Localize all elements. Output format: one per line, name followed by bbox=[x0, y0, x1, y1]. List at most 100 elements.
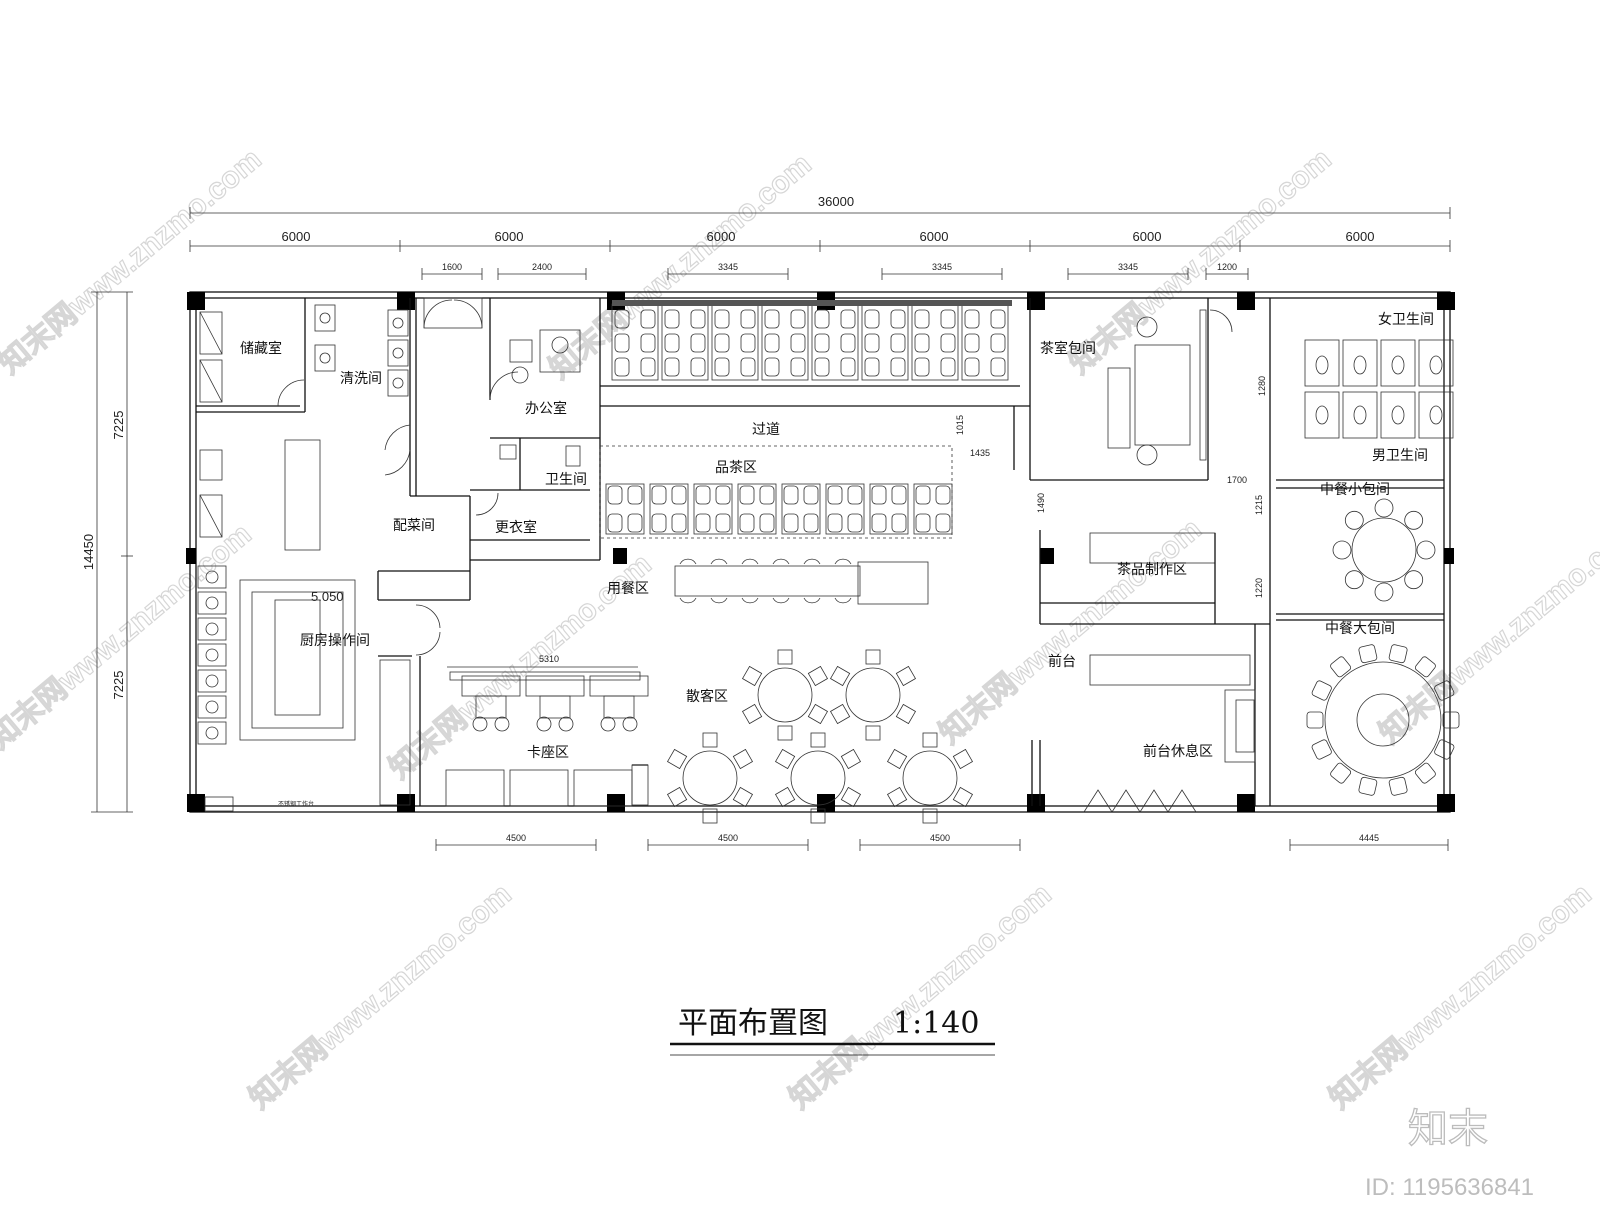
chair bbox=[1306, 711, 1324, 729]
sink-basin bbox=[319, 312, 331, 324]
image-id: ID: 1195636841 bbox=[1365, 1174, 1534, 1201]
column bbox=[1027, 292, 1045, 310]
chair bbox=[622, 716, 638, 732]
armchair bbox=[864, 357, 880, 377]
dim-inner: 1700 bbox=[1227, 475, 1247, 485]
wc-stall bbox=[1342, 339, 1378, 387]
armchair bbox=[964, 309, 980, 329]
booth-table bbox=[911, 303, 959, 381]
column bbox=[397, 794, 415, 812]
toilet bbox=[1391, 355, 1405, 375]
dim-total: 36000 bbox=[818, 194, 854, 209]
armchair bbox=[640, 333, 656, 353]
armchair bbox=[840, 333, 856, 353]
column bbox=[1444, 548, 1454, 564]
watermark: 知末网www.znzmo.com bbox=[1323, 878, 1597, 1116]
tea-table bbox=[737, 483, 777, 535]
chair bbox=[702, 732, 718, 748]
stove bbox=[197, 643, 227, 667]
booth-table bbox=[475, 695, 507, 719]
label-reception: 前台 bbox=[1048, 653, 1076, 670]
chair bbox=[1358, 644, 1378, 664]
toilet bbox=[1429, 355, 1443, 375]
armchair bbox=[651, 485, 667, 505]
burner bbox=[205, 570, 219, 584]
armchair bbox=[671, 513, 687, 533]
armchair bbox=[614, 333, 630, 353]
chair bbox=[710, 597, 728, 604]
label-kitchen: 厨房操作间 bbox=[300, 633, 370, 649]
chair bbox=[803, 597, 821, 604]
chair bbox=[807, 665, 829, 687]
booth-table bbox=[811, 303, 859, 381]
label-locker: 更衣室 bbox=[495, 519, 537, 536]
watermark: 知末网www.znzmo.com bbox=[933, 513, 1207, 751]
dim-bay: 6000 bbox=[1133, 229, 1162, 244]
watermark: 知末网www.znzmo.com bbox=[783, 878, 1057, 1116]
dim-inner: 1435 bbox=[970, 448, 990, 458]
dim-inner: 1280 bbox=[1257, 376, 1267, 396]
chair bbox=[536, 716, 552, 732]
stove bbox=[197, 565, 227, 589]
chair bbox=[922, 732, 938, 748]
armchair bbox=[739, 513, 755, 533]
armchair bbox=[940, 357, 956, 377]
chair bbox=[494, 716, 510, 732]
tea-table bbox=[693, 483, 733, 535]
dim-bottom: 4445 bbox=[1359, 833, 1379, 843]
stove bbox=[197, 695, 227, 719]
chair bbox=[1344, 570, 1364, 590]
brand-block: 知末 ID: 1195636841 bbox=[1365, 1105, 1534, 1201]
sink bbox=[387, 339, 409, 367]
toilet bbox=[1429, 405, 1443, 425]
armchair bbox=[715, 513, 731, 533]
chair bbox=[772, 597, 790, 604]
armchair bbox=[935, 485, 951, 505]
column bbox=[1437, 794, 1455, 812]
watermark: 知末网www.znzmo.com bbox=[543, 148, 817, 386]
booth-bench bbox=[589, 675, 649, 697]
chair bbox=[922, 808, 938, 824]
armchair bbox=[864, 309, 880, 329]
chair bbox=[772, 558, 790, 565]
armchair bbox=[671, 485, 687, 505]
label-wash: 清洗间 bbox=[340, 371, 382, 387]
chair bbox=[1416, 540, 1436, 560]
chair bbox=[952, 786, 974, 808]
armchair bbox=[759, 485, 775, 505]
label-small-private: 中餐小包间 bbox=[1320, 482, 1390, 498]
armchair bbox=[915, 513, 931, 533]
armchair bbox=[827, 513, 843, 533]
column bbox=[1040, 548, 1054, 564]
armchair bbox=[803, 513, 819, 533]
interior-walls bbox=[196, 297, 1444, 813]
armchair bbox=[814, 309, 830, 329]
tea-table bbox=[869, 483, 909, 535]
armchair bbox=[714, 357, 730, 377]
armchair bbox=[864, 333, 880, 353]
label-counter-note: 不锈钢工作台 bbox=[278, 800, 314, 808]
booth-seat bbox=[445, 769, 505, 807]
dim-detail: 3345 bbox=[932, 262, 952, 272]
armchair bbox=[990, 309, 1006, 329]
stove bbox=[197, 617, 227, 641]
dimension-lines: 36000 6000 6000 6000 6000 6000 6000 1445… bbox=[81, 194, 1451, 851]
column bbox=[817, 794, 835, 812]
chair bbox=[829, 665, 851, 687]
booth-table bbox=[961, 303, 1009, 381]
label-large-private: 中餐大包间 bbox=[1325, 621, 1395, 637]
armchair bbox=[940, 333, 956, 353]
dim-left-total: 14450 bbox=[81, 534, 96, 570]
column bbox=[187, 794, 205, 812]
watermark: 知末网www.znzmo.com bbox=[243, 878, 517, 1116]
armchair bbox=[964, 333, 980, 353]
armchair bbox=[695, 513, 711, 533]
window-sill bbox=[612, 300, 1012, 306]
tea-table bbox=[605, 483, 645, 535]
armchair bbox=[614, 309, 630, 329]
dim-inner: 1015 bbox=[955, 415, 965, 435]
round-table bbox=[790, 750, 846, 806]
chair bbox=[895, 703, 917, 725]
dim-detail: 1600 bbox=[442, 262, 462, 272]
dim-bay: 6000 bbox=[707, 229, 736, 244]
